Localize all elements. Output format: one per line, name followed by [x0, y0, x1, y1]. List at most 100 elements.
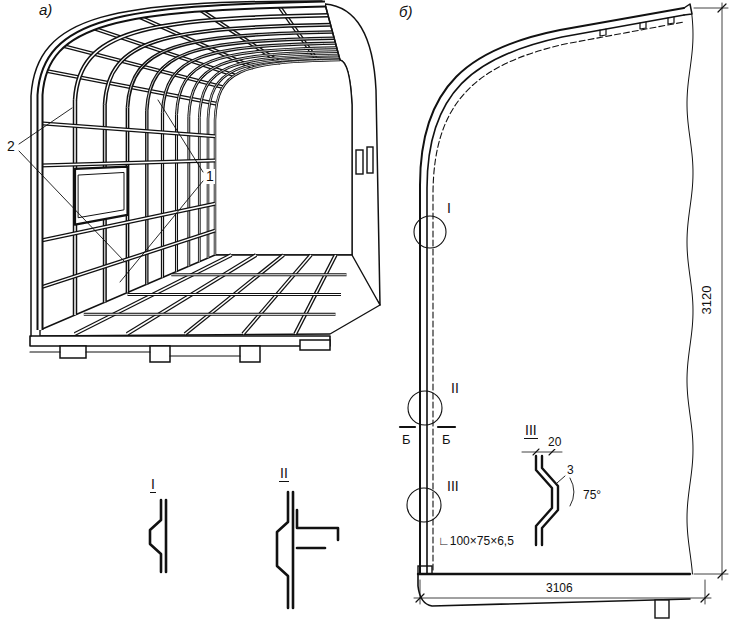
window-frame [79, 172, 125, 217]
dimension-tick [533, 449, 555, 455]
detail-label: II [279, 466, 289, 482]
skin-sheet [165, 500, 168, 572]
label-anchor: а) [38, 2, 53, 18]
label-anchor: III [524, 422, 538, 439]
angle-foot [418, 566, 432, 574]
floor [40, 255, 380, 336]
break-line [687, 14, 693, 574]
angle-profile [297, 510, 338, 540]
side-window [356, 150, 363, 174]
dimension-line [522, 452, 562, 453]
label-anchor: 3120 [698, 285, 714, 316]
roof-stringer [600, 29, 606, 36]
side-stringer-hollow [40, 231, 215, 288]
floor-crossbeam [171, 273, 346, 276]
end-frame-hollow [40, 4, 325, 330]
extension-line [420, 580, 705, 604]
skin-sheet [292, 492, 295, 608]
callout-circle [408, 391, 442, 425]
label-anchor: 20 [547, 433, 562, 449]
section-letter: Б [401, 433, 412, 447]
far-end-opening [215, 60, 352, 255]
hidden-line [433, 22, 684, 570]
floor-crossbeam [84, 313, 336, 316]
callout-circle [407, 488, 441, 522]
label-anchor: Б [401, 431, 412, 447]
label-anchor: I [446, 200, 452, 216]
angle-value: 75° [582, 489, 602, 502]
window-opening [75, 167, 128, 225]
roof-carline-hollow [215, 60, 340, 120]
side-post-hollow [176, 115, 177, 272]
floor-crossbeam-hollow [171, 274, 346, 275]
side-stringer [40, 161, 215, 166]
side-post-hollow [146, 110, 147, 284]
side-post [207, 119, 210, 258]
underframe-member [240, 346, 260, 362]
callout-label: I [446, 201, 452, 216]
underframe-contour [418, 574, 690, 606]
car-body-frame-view [30, 1, 380, 362]
section-details [150, 492, 338, 608]
side-stringer-hollow [40, 123, 215, 136]
side-post-hollow [199, 118, 200, 262]
callout-circle [414, 216, 446, 248]
underframe-line [30, 352, 240, 356]
detail-label: III [524, 423, 538, 439]
profile-size: ∟100×75×6,5 [437, 535, 515, 548]
underframe-member [300, 340, 330, 350]
roof-edge [325, 4, 340, 60]
label-anchor: 75° [582, 486, 602, 502]
floor-crossbeam [128, 293, 342, 296]
side-post [145, 110, 148, 284]
label-anchor: 3106 [545, 579, 574, 595]
side-post [198, 118, 201, 262]
leader-line [158, 100, 203, 172]
side-post [161, 113, 164, 278]
side-post-hollow [188, 116, 189, 266]
leader-line [120, 181, 203, 282]
hat-stringer [277, 492, 288, 608]
view-letter: б) [398, 4, 413, 20]
floor-crossbeam-hollow [84, 314, 336, 315]
extension-line [694, 8, 728, 574]
callout-label: III [446, 479, 460, 494]
cross-section [400, 3, 728, 618]
section-mark [438, 426, 455, 428]
leader-line [19, 151, 125, 262]
dimension-value: 20 [547, 436, 562, 449]
callout-number: 2 [6, 139, 16, 154]
angle-arc [570, 478, 574, 506]
side-post-hollow [208, 119, 209, 258]
side-stringer [40, 123, 215, 136]
label-anchor: б) [398, 4, 413, 20]
label-anchor: II [279, 465, 289, 482]
label-anchor: ∟100×75×6,5 [437, 532, 515, 548]
dimension-line [722, 3, 723, 580]
roof-carline [208, 58, 339, 119]
dimension-tick [718, 4, 726, 578]
side-stringer-hollow [40, 161, 215, 166]
label-anchor: I [150, 476, 156, 493]
dimension-line [414, 598, 711, 599]
dimension-value: 3120 [700, 285, 714, 316]
side-stringer [40, 231, 215, 288]
label-anchor: II [450, 380, 460, 396]
outer-skin [31, 1, 322, 336]
hat-stringer [542, 456, 558, 545]
detail-label: I [150, 477, 156, 493]
roof-carline-hollow [208, 58, 339, 119]
side-post [214, 120, 217, 255]
callout-number: 1 [205, 169, 215, 184]
underframe-member [655, 600, 669, 618]
side-post [175, 115, 178, 272]
callout-label: II [450, 381, 460, 396]
underframe-member [60, 346, 86, 358]
roof-edge [684, 4, 692, 15]
outer-skin [420, 8, 684, 574]
side-post-hollow [162, 113, 163, 278]
sole-bar [30, 336, 330, 346]
side-post [187, 116, 190, 266]
section-mark [400, 426, 415, 428]
